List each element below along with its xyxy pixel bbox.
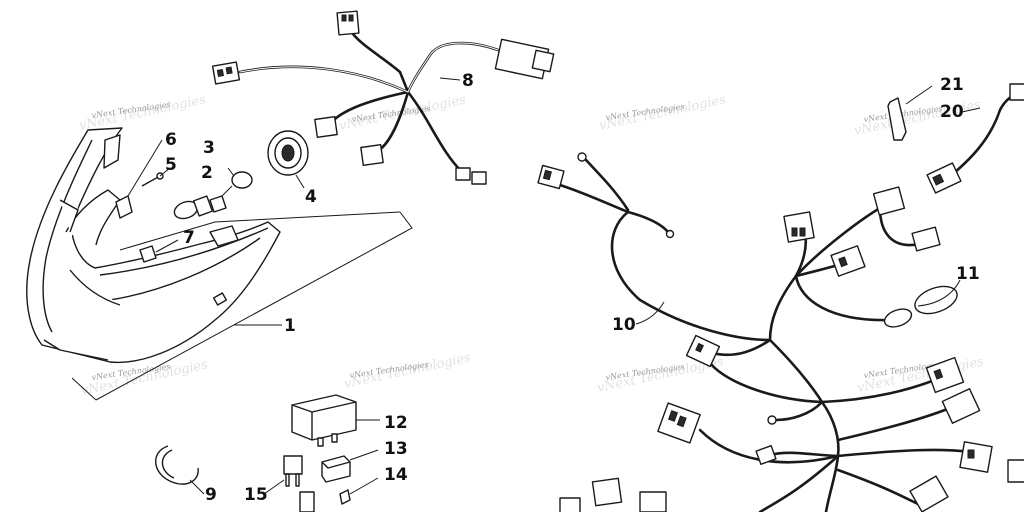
harness-connector	[1007, 83, 1024, 483]
relay-small-part	[263, 455, 315, 512]
callout-12: 12	[384, 413, 408, 433]
screw-part	[141, 167, 171, 187]
clip-part	[115, 139, 163, 219]
callout-20: 20	[940, 102, 964, 122]
callout-13: 13	[384, 439, 408, 459]
callout-11: 11	[956, 264, 980, 284]
harness-connector	[537, 164, 565, 190]
harness-connector	[926, 162, 962, 194]
harness-connector	[883, 285, 958, 328]
harness-connector	[494, 38, 555, 80]
callout-2: 2	[201, 163, 213, 183]
harness-connector	[211, 61, 241, 85]
callout-10: 10	[612, 315, 636, 335]
harness-connector	[872, 186, 906, 216]
harness-connector	[657, 402, 701, 444]
headlight-harness-part	[211, 10, 555, 185]
harness-connector	[314, 115, 338, 139]
harness-connector	[559, 477, 667, 512]
harness-connector	[455, 167, 487, 185]
callout-7: 7	[183, 228, 195, 248]
bulb-retainer-clip-part	[227, 167, 253, 189]
callout-3: 3	[203, 138, 215, 158]
snap-ring-part	[155, 445, 205, 495]
headlight-boot-part	[267, 130, 309, 189]
fuse-part	[321, 449, 379, 483]
harness-connector	[925, 356, 965, 394]
harness-connector	[685, 334, 721, 368]
callout-9: 9	[205, 485, 217, 505]
callout-15: 15	[244, 485, 268, 505]
callout-4: 4	[305, 187, 317, 207]
harness-connector	[830, 245, 866, 277]
dash-bulb-part	[917, 279, 961, 307]
callout-6: 6	[165, 130, 177, 150]
harness-connector	[909, 475, 949, 512]
harness-connector	[959, 441, 993, 473]
ground-terminal	[767, 415, 777, 425]
callout-1: 1	[284, 316, 296, 336]
callout-5: 5	[165, 155, 177, 175]
harness-connector	[360, 143, 384, 167]
callout-8: 8	[462, 71, 474, 91]
fuse-clip-part	[887, 85, 981, 141]
mini-fuse-part	[339, 477, 379, 505]
callout-21: 21	[940, 75, 964, 95]
harness-connector	[783, 211, 815, 243]
leader-10	[635, 301, 665, 325]
assembly-bracket	[71, 211, 413, 401]
relay-block-part	[291, 394, 380, 447]
headlight-housing-part	[26, 127, 281, 364]
main-wiring-harness-part	[537, 83, 1024, 512]
callout-14: 14	[384, 465, 408, 485]
headlight-bulb-part	[173, 185, 233, 220]
harness-connector	[941, 388, 981, 424]
harness-connector	[911, 226, 941, 252]
harness-connector	[336, 10, 360, 36]
harness-connector	[755, 444, 777, 466]
nut-part	[139, 239, 179, 263]
